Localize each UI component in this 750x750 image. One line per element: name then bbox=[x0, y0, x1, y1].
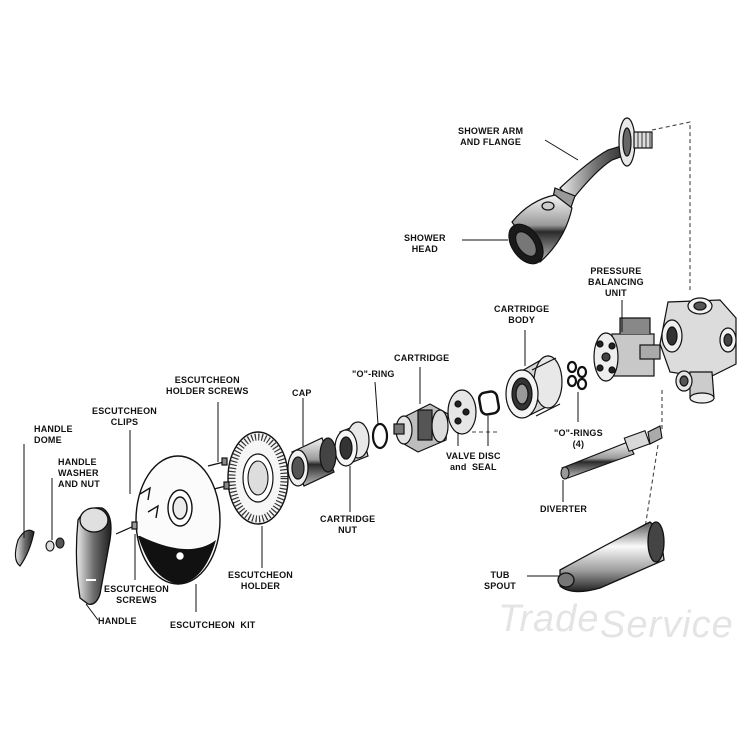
cap-part bbox=[287, 437, 337, 487]
label-diverter: DIVERTER bbox=[540, 504, 588, 514]
label-handle-dome: HANDLE DOME bbox=[34, 424, 73, 445]
escutcheon-holder-part bbox=[227, 431, 289, 525]
escutcheon-clips-part bbox=[139, 486, 159, 519]
handle-dome-part bbox=[14, 529, 35, 567]
alignment-dashes bbox=[472, 121, 691, 561]
label-cartridge-nut: CARTRIDGE NUT bbox=[320, 514, 376, 535]
label-escutcheon-clips: ESCUTCHEON CLIPS bbox=[92, 406, 158, 427]
handle-part bbox=[75, 507, 112, 605]
leader-lines bbox=[23, 139, 623, 621]
label-o-ring: "O"-RING bbox=[352, 369, 395, 379]
label-cap: CAP bbox=[292, 388, 312, 398]
label-escutcheon-holder-screws: ESCUTCHEON HOLDER SCREWS bbox=[166, 375, 249, 396]
tub-spout-part bbox=[557, 521, 665, 593]
label-cartridge: CARTRIDGE bbox=[394, 353, 450, 363]
handle-washer-nut-part bbox=[45, 537, 65, 552]
label-escutcheon-holder: ESCUTCHEON HOLDER bbox=[228, 570, 294, 591]
o-rings-set bbox=[566, 360, 588, 391]
pressure-balancing-unit bbox=[593, 317, 661, 382]
label-cartridge-body: CARTRIDGE BODY bbox=[494, 304, 550, 325]
label-handle: HANDLE bbox=[98, 616, 137, 626]
label-tub-spout: TUB SPOUT bbox=[484, 570, 517, 591]
watermark-trade: Trade bbox=[498, 598, 600, 640]
label-escutcheon-screws: ESCUTCHEON SCREWS bbox=[104, 584, 170, 605]
label-shower-arm-and-flange: SHOWER ARM AND FLANGE bbox=[458, 126, 524, 147]
label-handle-washer-and-nut: HANDLE WASHER AND NUT bbox=[58, 457, 100, 489]
valve-disc-and-seal bbox=[447, 389, 501, 435]
watermark-service: Service bbox=[600, 604, 734, 646]
cartridge-nut bbox=[334, 421, 370, 467]
shower-arm bbox=[551, 117, 653, 211]
label-escutcheon-kit: ESCUTCHEON KIT bbox=[170, 620, 256, 630]
o-ring-part bbox=[371, 422, 389, 450]
label-shower-head: SHOWER HEAD bbox=[404, 233, 446, 254]
cartridge-body bbox=[505, 355, 563, 419]
escutcheon-plate bbox=[135, 455, 221, 585]
diverter bbox=[560, 425, 663, 480]
label-valve-disc-and-seal: VALVE DISC and SEAL bbox=[446, 451, 501, 472]
cartridge-part bbox=[393, 403, 449, 453]
escutcheon-screws-part bbox=[115, 521, 138, 535]
shower-head bbox=[508, 194, 573, 265]
valve-body bbox=[659, 297, 737, 404]
label-pressure-balancing-unit: PRESSURE BALANCING UNIT bbox=[588, 266, 644, 298]
label-o-rings-4: "O"-RINGS (4) bbox=[554, 428, 603, 449]
